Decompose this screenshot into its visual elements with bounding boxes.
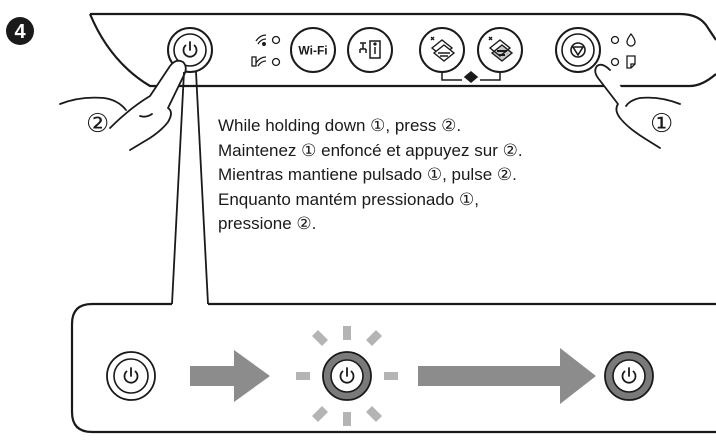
instruction-pt-line2: pressione ②. xyxy=(218,214,317,233)
callout-right: ① xyxy=(650,109,673,139)
power-light-flashing xyxy=(296,326,398,426)
copy-buttons-bracket xyxy=(441,71,501,83)
arrow-right-icon xyxy=(190,350,270,402)
wifi-button[interactable]: Wi-Fi xyxy=(290,27,336,73)
power-icon xyxy=(621,367,637,384)
left-hand xyxy=(59,59,187,151)
instruction-fr: Maintenez ① enfoncé et appuyez sur ②. xyxy=(218,140,523,160)
copy-color-icon xyxy=(488,36,514,62)
callout-left: ② xyxy=(86,109,109,139)
wifi-button-label: Wi-Fi xyxy=(298,44,327,58)
network-status-button[interactable] xyxy=(347,27,393,73)
power-light-off xyxy=(106,351,156,401)
arrow-right-icon xyxy=(418,348,596,404)
instruction-pt-line1: Enquanto mantém pressionado ①, xyxy=(218,189,479,209)
wifi-direct-icon xyxy=(251,56,281,67)
pointing-finger-icon xyxy=(109,59,187,151)
instruction-es: Mientras mantiene pulsado ①, pulse ②. xyxy=(218,165,517,184)
stop-icon xyxy=(570,42,586,58)
instruction-en: While holding down ①, press ②. xyxy=(218,116,462,135)
network-status-icon xyxy=(359,40,381,59)
instruction-text: While holding down ①, press ②. Maintenez… xyxy=(218,114,638,237)
control-panel-outline xyxy=(88,12,716,88)
detail-box xyxy=(70,302,716,434)
power-light-on xyxy=(604,351,654,401)
power-icon xyxy=(339,367,355,384)
copy-bw-button[interactable] xyxy=(419,27,465,73)
right-hand xyxy=(594,63,681,149)
status-indicators xyxy=(610,32,636,69)
paper-icon xyxy=(626,55,636,69)
wifi-icon xyxy=(255,34,281,46)
zoom-lines xyxy=(171,71,209,305)
power-icon xyxy=(123,367,139,384)
wifi-status-icons xyxy=(251,34,281,67)
copy-bw-icon xyxy=(430,36,456,62)
step-number: 4 xyxy=(14,21,26,43)
flash-rays xyxy=(296,326,398,426)
copy-color-button[interactable] xyxy=(477,27,523,73)
power-icon xyxy=(182,41,198,58)
stop-button[interactable] xyxy=(555,27,601,73)
step-badge: 4 xyxy=(6,17,34,45)
ink-icon xyxy=(626,32,636,47)
